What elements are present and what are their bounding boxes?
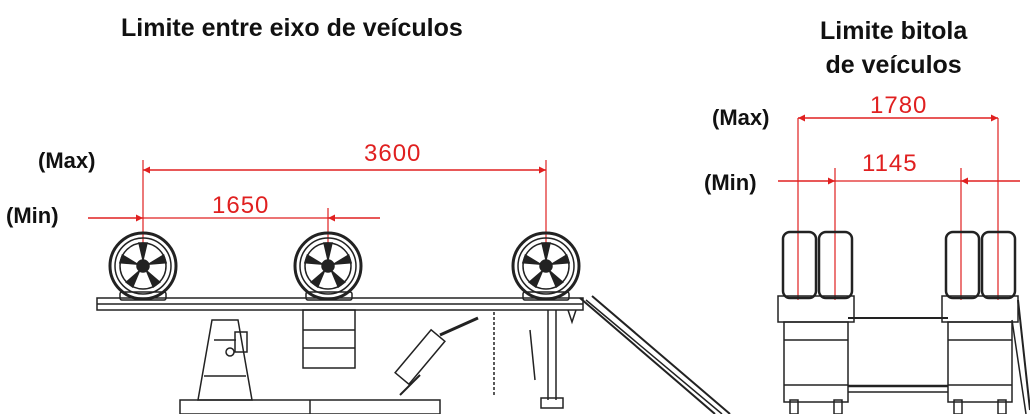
front-view-platform <box>777 230 1030 414</box>
wheel-icon <box>108 231 178 301</box>
front-view-dimension-lines <box>778 114 1020 300</box>
track-limit-title-line1: Limite bitola <box>820 17 968 45</box>
axle-min-value: 1650 <box>212 192 270 219</box>
side-view-dimension-lines <box>88 160 547 245</box>
track-limit-title-line2: de veículos <box>825 51 962 79</box>
wheel-icon <box>293 231 363 301</box>
axle-limit-title: Limite entre eixo de veículos <box>121 14 463 42</box>
track-min-label: (Min) <box>704 170 757 195</box>
wheel-icon <box>511 231 581 301</box>
axle-max-label: (Max) <box>38 148 96 173</box>
side-view-platform <box>96 231 731 414</box>
axle-max-value: 3600 <box>364 140 422 167</box>
track-max-label: (Max) <box>712 105 770 130</box>
track-min-value: 1145 <box>862 150 918 177</box>
track-limit-title: Limite bitola de veículos <box>820 14 967 82</box>
axle-min-label: (Min) <box>6 203 59 228</box>
